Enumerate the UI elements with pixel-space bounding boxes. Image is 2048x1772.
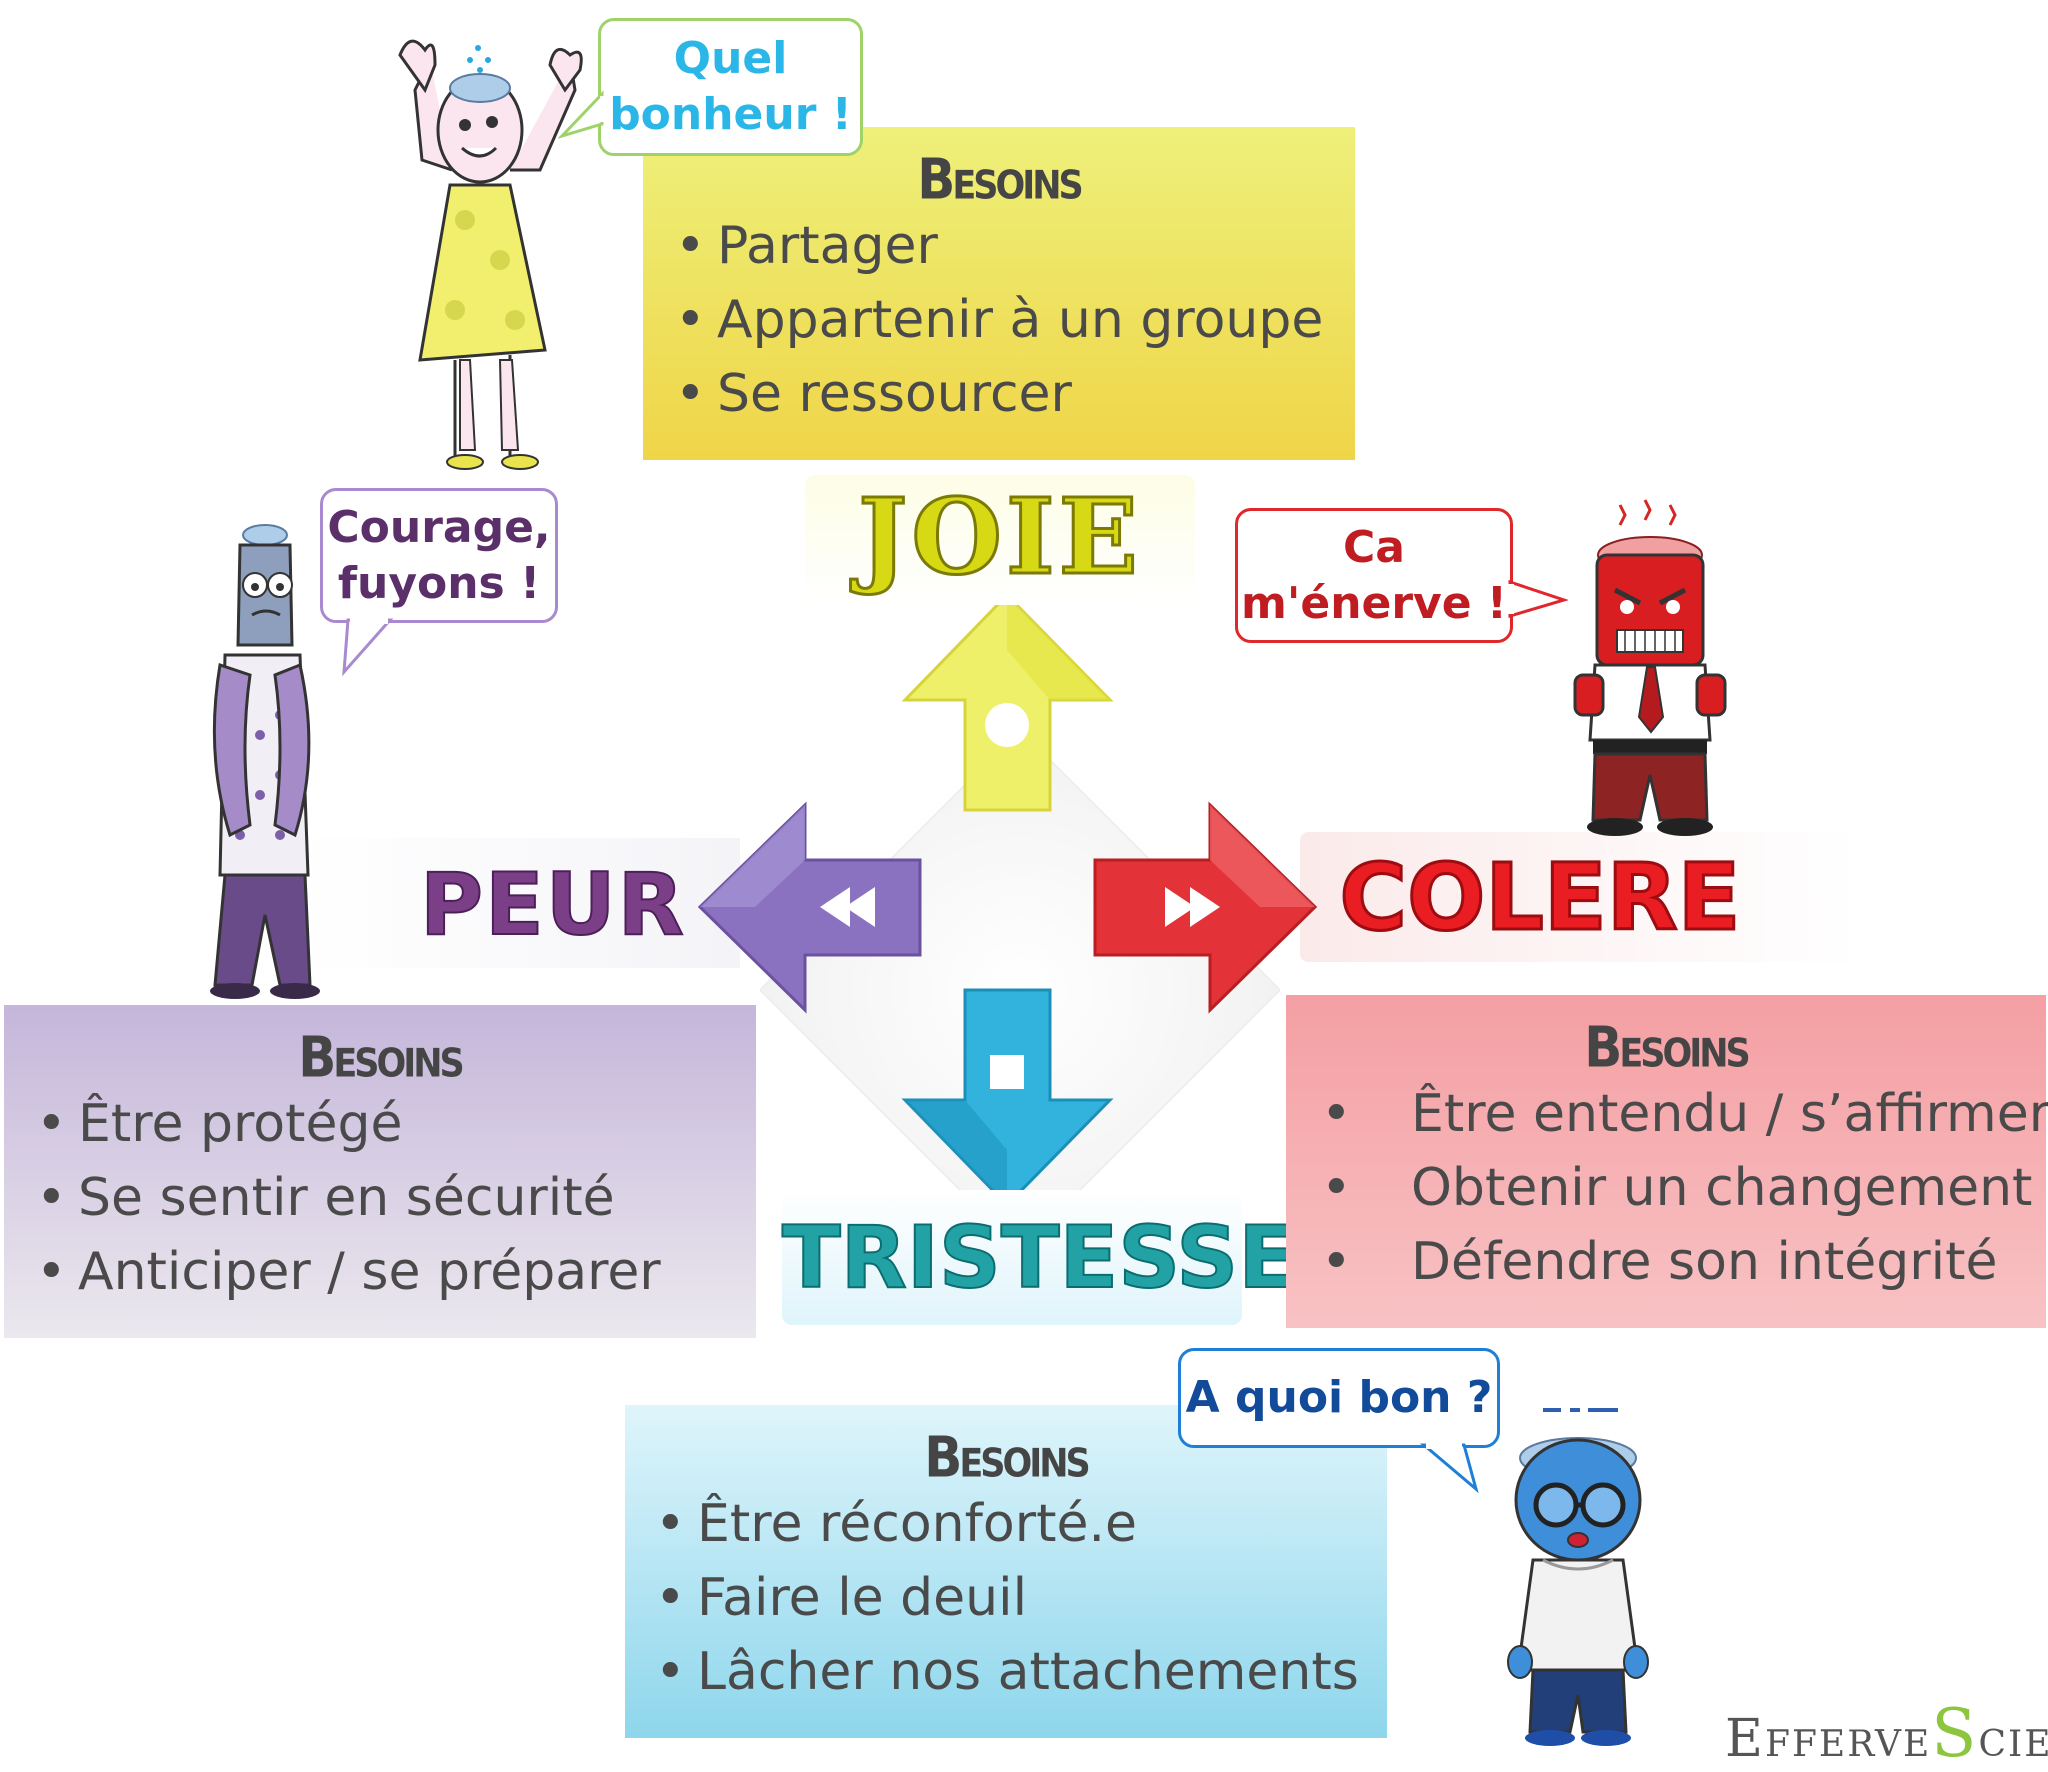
joie-needs-title: Besoins [917, 146, 1084, 212]
joie-speech-bubble: Quel bonheur ! [598, 18, 863, 156]
list-item: •Lâcher nos attachements [655, 1642, 1359, 1702]
list-item: •Être protégé [36, 1094, 403, 1154]
bubble-tail [342, 618, 394, 676]
bubble-tail [1420, 1443, 1479, 1493]
peur-needs-list: •Être protégé •Se sentir en sécurité •An… [4, 1087, 756, 1309]
peur-speech-bubble: Courage, fuyons ! [320, 488, 558, 623]
peur-needs-title: Besoins [298, 1024, 465, 1090]
peur-label: PEUR [419, 855, 686, 955]
play-icon [985, 703, 1029, 747]
list-item: •Défendre son intégrité [1321, 1232, 1998, 1292]
peur-arrow [697, 801, 922, 1014]
effervescience-logo: EfferveScience [1725, 1695, 2048, 1772]
tristesse-panel [782, 1190, 1242, 1325]
list-item: •Faire le deuil [655, 1568, 1028, 1628]
tristesse-needs-list: •Être réconforté.e •Faire le deuil •Lâch… [625, 1487, 1387, 1709]
stop-icon [990, 1055, 1024, 1089]
joy-character-icon [398, 39, 583, 470]
bubble-tail [1508, 579, 1568, 619]
tristesse-arrow [901, 988, 1114, 1208]
joie-needs-list: •Partager •Appartenir à un groupe •Se re… [643, 209, 1355, 431]
list-item: •Se ressourcer [675, 364, 1072, 424]
joie-label: JOIE [857, 475, 1142, 598]
peur-needs-note: Besoins •Être protégé •Se sentir en sécu… [4, 1005, 756, 1338]
list-item: •Être entendu / s’affirmer [1321, 1084, 2048, 1144]
peur-band [300, 838, 740, 968]
colere-arrow [1093, 801, 1318, 1014]
tristesse-needs-title: Besoins [924, 1424, 1091, 1490]
list-item: •Obtenir un changement [1321, 1158, 2033, 1218]
tristesse-needs-note: Besoins •Être réconforté.e •Faire le deu… [625, 1405, 1387, 1738]
colere-needs-title: Besoins [1584, 1014, 1751, 1080]
joie-needs-note: Besoins •Partager •Appartenir à un group… [643, 127, 1355, 460]
list-item: •Se sentir en sécurité [36, 1168, 615, 1228]
sadness-character-icon [1507, 1408, 1649, 1746]
colere-band [1300, 832, 1860, 962]
joie-panel [805, 475, 1195, 605]
anger-character-icon [1573, 499, 1727, 836]
list-item: •Partager [675, 216, 938, 276]
colere-needs-note: Besoins •Être entendu / s’affirmer •Obte… [1286, 995, 2048, 1328]
fear-character-icon [210, 524, 320, 999]
joie-arrow [901, 592, 1114, 812]
tristesse-speech-bubble: A quoi bon ? [1178, 1348, 1500, 1448]
fast-forward-icon [1165, 887, 1220, 927]
list-item: •Être réconforté.e [655, 1494, 1137, 1554]
colere-label: COLERE [1338, 844, 1742, 951]
colere-needs-list: •Être entendu / s’affirmer •Obtenir un c… [1286, 1077, 2048, 1299]
tristesse-label: TRISTESSE [781, 1208, 1298, 1308]
bubble-tail [558, 90, 608, 139]
list-item: •Anticiper / se préparer [36, 1242, 661, 1302]
colere-speech-bubble: Ca m'énerve ! [1235, 508, 1513, 643]
rewind-icon [820, 887, 875, 927]
list-item: •Appartenir à un groupe [675, 290, 1324, 350]
